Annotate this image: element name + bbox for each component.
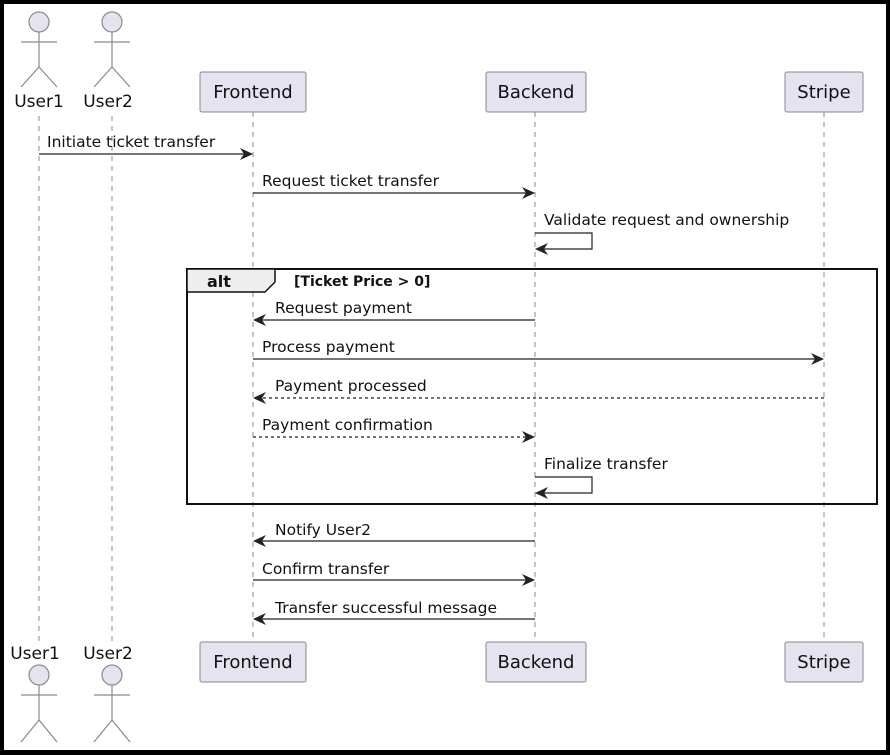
- alt-fragment: alt [Ticket Price > 0]: [186, 268, 878, 505]
- message-transfer-successful: Transfer successful message: [253, 599, 535, 625]
- message-label: Confirm transfer: [262, 560, 390, 578]
- actor-label: User1: [14, 92, 64, 112]
- message-payment-confirmation: Payment confirmation: [253, 416, 535, 443]
- message-label: Initiate ticket transfer: [47, 133, 216, 151]
- actor-user1-bottom: User1: [10, 644, 60, 743]
- sequence-diagram: User1 User2 Frontend Backend Str: [10, 11, 878, 743]
- actor-label: User2: [83, 92, 133, 112]
- message-label: Request ticket transfer: [262, 172, 440, 190]
- participant-label: Stripe: [797, 82, 850, 103]
- message-label: Validate request and ownership: [544, 211, 789, 229]
- participant-backend-bottom: Backend: [485, 641, 587, 683]
- message-request-payment: Request payment: [253, 299, 535, 326]
- actor-user1-top: User1: [14, 11, 64, 112]
- participant-label: Backend: [498, 82, 575, 103]
- alt-condition: [Ticket Price > 0]: [294, 274, 430, 290]
- actor-user2-top: User2: [83, 11, 133, 112]
- message-finalize-transfer: Finalize transfer: [535, 455, 668, 499]
- actor-label: User2: [83, 644, 133, 664]
- message-initiate-ticket-transfer: Initiate ticket transfer: [39, 133, 253, 160]
- message-payment-processed: Payment processed: [253, 377, 824, 404]
- participant-label: Frontend: [213, 82, 292, 103]
- message-label: Finalize transfer: [544, 455, 668, 473]
- participant-label: Backend: [498, 652, 575, 673]
- participant-label: Frontend: [213, 652, 292, 673]
- message-confirm-transfer: Confirm transfer: [253, 560, 535, 586]
- participant-stripe-top: Stripe: [784, 71, 864, 113]
- message-label: Process payment: [262, 338, 395, 356]
- participant-label: Stripe: [797, 652, 850, 673]
- actor-label: User1: [10, 644, 60, 664]
- message-label: Request payment: [275, 299, 412, 317]
- message-notify-user2: Notify User2: [253, 521, 535, 547]
- message-request-ticket-transfer: Request ticket transfer: [253, 172, 535, 199]
- message-label: Transfer successful message: [274, 599, 497, 617]
- message-process-payment: Process payment: [253, 338, 824, 365]
- participant-frontend-top: Frontend: [199, 71, 307, 113]
- message-validate-request: Validate request and ownership: [535, 211, 789, 255]
- message-label: Payment confirmation: [262, 416, 433, 434]
- diagram-canvas: User1 User2 Frontend Backend Str: [4, 4, 886, 750]
- participant-backend-top: Backend: [485, 71, 587, 113]
- participant-stripe-bottom: Stripe: [784, 641, 864, 683]
- participant-frontend-bottom: Frontend: [199, 641, 307, 683]
- message-label: Payment processed: [275, 377, 427, 395]
- alt-keyword: alt: [207, 272, 231, 291]
- actor-user2-bottom: User2: [83, 644, 133, 743]
- message-label: Notify User2: [275, 521, 371, 539]
